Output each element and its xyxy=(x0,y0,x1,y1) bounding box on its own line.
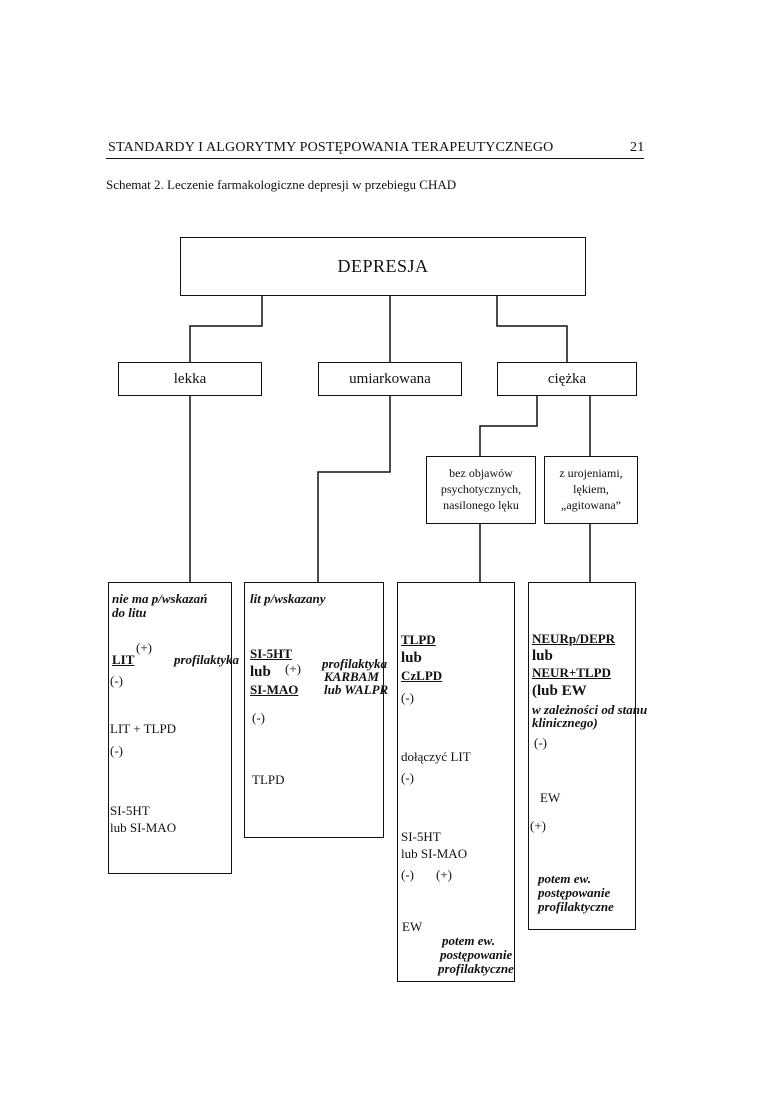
col1-lit: LIT xyxy=(112,652,135,667)
col3-step3-line1: SI-5HT xyxy=(401,829,441,844)
col3-box xyxy=(397,582,515,982)
col2-karbam: KARBAM xyxy=(324,669,379,684)
col4-minus: (-) xyxy=(534,735,547,750)
col3-minus2: (-) xyxy=(401,770,414,785)
col4-then-line3: profilaktyczne xyxy=(538,899,614,914)
col2-step2: TLPD xyxy=(252,772,285,787)
running-header-title: STANDARDY I ALGORYTMY POSTĘPOWANIA TERAP… xyxy=(108,140,554,155)
col3-then-line3: profilaktyczne xyxy=(438,961,514,976)
col3-step3-line2: lub SI-MAO xyxy=(401,846,468,861)
col1-box xyxy=(108,582,232,874)
col2-drug1: SI-5HT xyxy=(250,646,292,661)
col3-ew: EW xyxy=(402,919,423,934)
level-severe-box: ciężka xyxy=(497,362,637,396)
col4-drug-or: lub xyxy=(532,648,553,664)
level-moderate-label: umiarkowana xyxy=(349,370,431,387)
col1-step2: LIT + TLPD xyxy=(110,721,177,736)
col3-plus3: (+) xyxy=(436,867,452,882)
col3-drug2: CzLPD xyxy=(401,668,443,683)
col3-minus1: (-) xyxy=(401,690,414,705)
col1-plus: (+) xyxy=(136,640,152,655)
col3-drug1: TLPD xyxy=(401,632,436,647)
col1-header-line1: nie ma p/wskazań xyxy=(112,591,208,606)
col4-note-line2: klinicznego) xyxy=(532,715,598,730)
branch-delusions-line1: z urojeniami, xyxy=(559,466,623,480)
col1-header-line2: do litu xyxy=(112,605,147,620)
col2-box xyxy=(244,582,384,838)
page-number: 21 xyxy=(630,140,645,155)
root-depression-box: DEPRESJA xyxy=(180,237,586,296)
col4-drug1: NEURp/DEPR xyxy=(532,631,616,646)
col1-prophylaxis: profilaktyka xyxy=(174,652,239,667)
col1-minus2: (-) xyxy=(110,743,123,758)
level-moderate-box: umiarkowana xyxy=(318,362,462,396)
col4-then-line1: potem ew. xyxy=(538,871,591,886)
level-mild-box: lekka xyxy=(118,362,262,396)
col2-plus: (+) xyxy=(285,661,301,676)
col3-then-line1: potem ew. xyxy=(442,933,495,948)
col4-then-line2: postępowanie xyxy=(538,885,611,900)
branch-delusions-line3: „agitowana” xyxy=(561,498,621,512)
figure-caption: Schemat 2. Leczenie farmakologiczne depr… xyxy=(106,177,457,192)
level-mild-label: lekka xyxy=(173,370,207,387)
col1-step3-line2: lub SI-MAO xyxy=(110,820,177,835)
col2-header: lit p/wskazany xyxy=(250,591,326,606)
col1-step3-line1: SI-5HT xyxy=(110,803,150,818)
branch-delusions-line2: lękiem, xyxy=(573,482,609,496)
col2-prophylaxis: profilaktyka xyxy=(322,656,387,671)
root-label: DEPRESJA xyxy=(337,256,429,276)
col4-drug3: (lub EW xyxy=(532,683,587,699)
branch-no-psychotic-box: bez objawów psychotycznych, nasilonego l… xyxy=(426,456,536,524)
col3-drug-or: lub xyxy=(401,650,422,666)
col4-note-line1: w zależności od stanu xyxy=(532,702,648,717)
col2-walpr: lub WALPR xyxy=(324,682,389,697)
col3-step2: dołączyć LIT xyxy=(401,749,471,764)
level-severe-label: ciężka xyxy=(547,370,587,387)
col4-ew: EW xyxy=(540,790,561,805)
branch-no-psychotic-line1: bez objawów xyxy=(449,466,513,480)
col3-minus3: (-) xyxy=(401,867,414,882)
col4-box xyxy=(528,582,636,930)
header-rule xyxy=(106,158,644,159)
branch-no-psychotic-line2: psychotycznych, xyxy=(440,482,522,496)
branch-no-psychotic-line3: nasilonego lęku xyxy=(443,498,519,512)
col2-minus: (-) xyxy=(252,710,265,725)
col4-plus: (+) xyxy=(530,818,546,833)
col1-minus1: (-) xyxy=(110,673,123,688)
col4-drug2: NEUR+TLPD xyxy=(532,665,611,680)
col2-drug2: SI-MAO xyxy=(250,682,299,697)
branch-delusions-box: z urojeniami, lękiem, „agitowana” xyxy=(544,456,638,524)
col3-then-line2: postępowanie xyxy=(440,947,513,962)
col2-drug-or: lub xyxy=(250,664,271,680)
